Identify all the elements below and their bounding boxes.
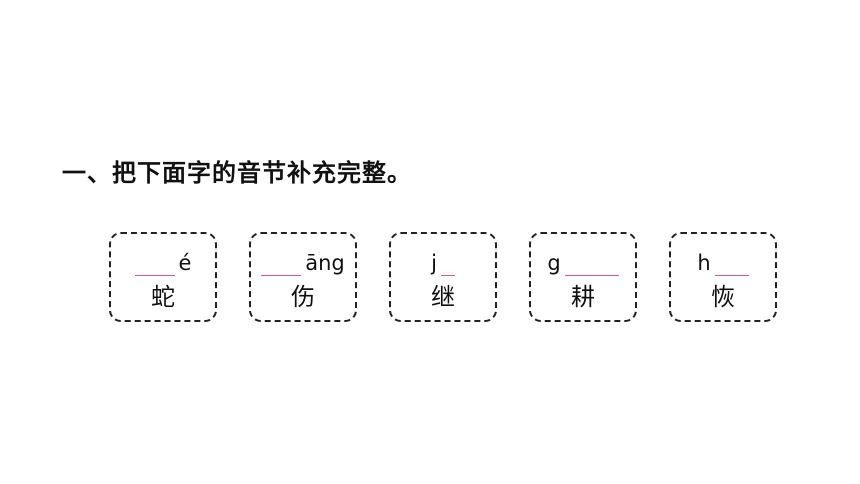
pinyin-card-she: é 蛇 — [109, 232, 217, 322]
answer-blank[interactable] — [261, 255, 302, 276]
answer-blank[interactable] — [714, 255, 749, 276]
hanzi-character: 恢 — [711, 283, 735, 311]
pinyin-card-ji: j 继 — [389, 232, 497, 322]
pinyin-known-initial: g — [547, 251, 561, 275]
pinyin-known-final: āng — [305, 251, 345, 275]
pinyin-card-geng: g 耕 — [529, 232, 637, 322]
hanzi-character: 伤 — [291, 283, 315, 311]
pinyin-known-final: é — [178, 251, 192, 275]
answer-blank[interactable] — [564, 255, 619, 276]
question-title: 一、把下面字的音节补充完整。 — [62, 159, 412, 187]
pinyin-known-initial: j — [431, 251, 437, 275]
hanzi-character: 耕 — [571, 283, 595, 311]
pinyin-row: é — [111, 246, 215, 276]
answer-blank[interactable] — [440, 255, 455, 276]
answer-blank[interactable] — [134, 255, 175, 276]
pinyin-row: h — [671, 246, 775, 276]
hanzi-character: 蛇 — [151, 283, 175, 311]
pinyin-row: j — [391, 246, 495, 276]
pinyin-known-initial: h — [697, 251, 711, 275]
pinyin-card-list: é 蛇 āng 伤 j 继 g 耕 h 恢 — [109, 232, 779, 324]
pinyin-card-hui: h 恢 — [669, 232, 777, 322]
hanzi-character: 继 — [431, 283, 455, 311]
pinyin-row: āng — [251, 246, 355, 276]
pinyin-row: g — [531, 246, 635, 276]
pinyin-card-shang: āng 伤 — [249, 232, 357, 322]
